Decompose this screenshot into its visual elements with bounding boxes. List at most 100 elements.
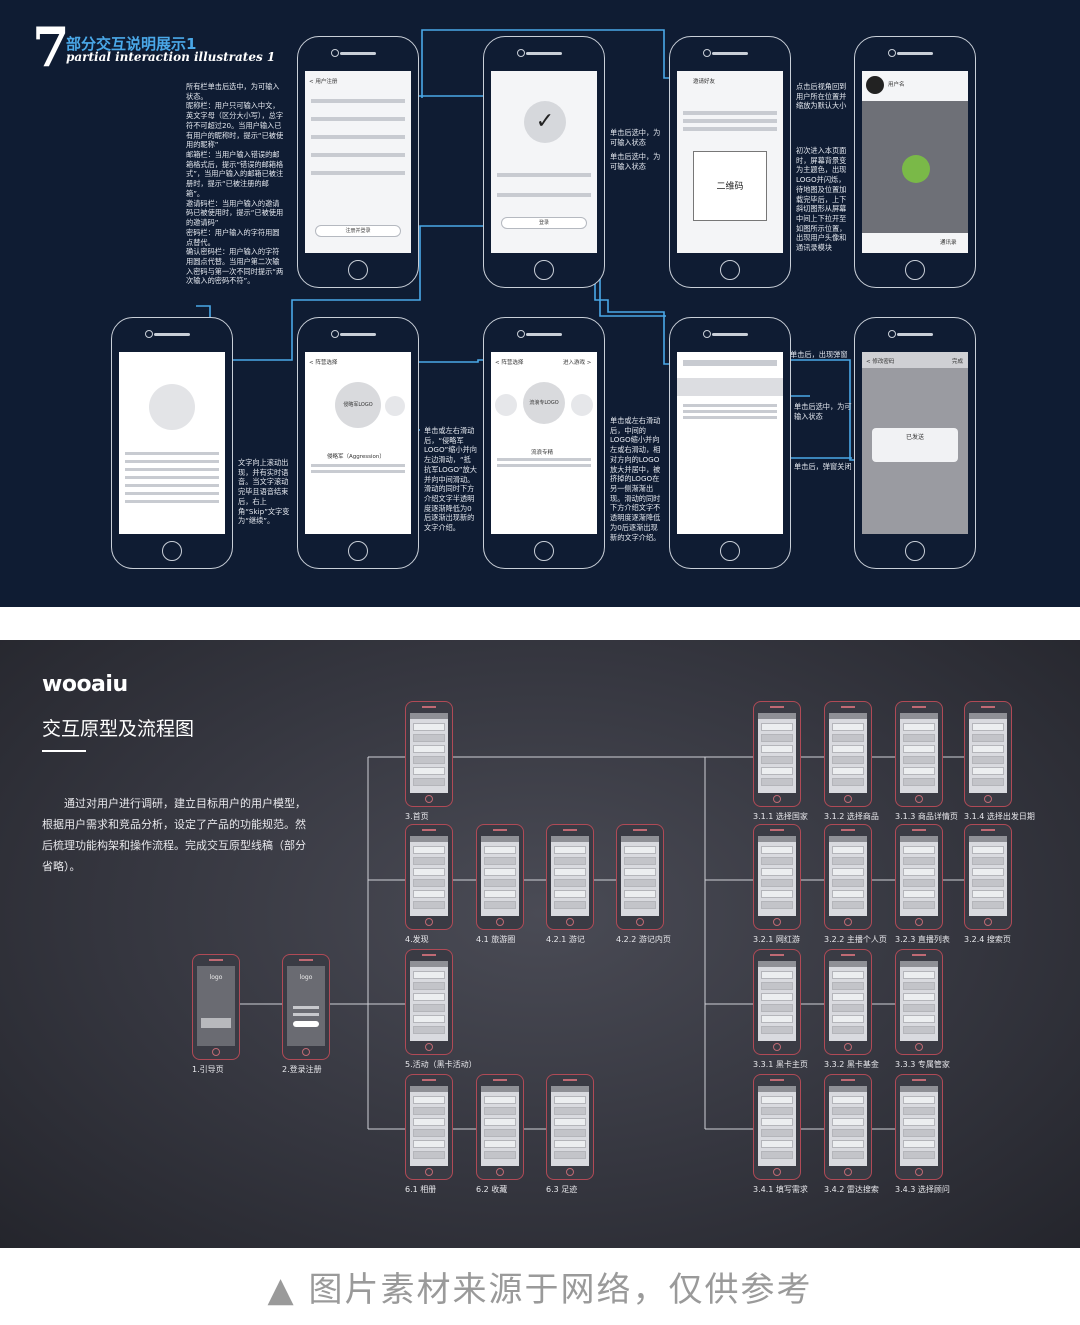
location-marker [902, 155, 930, 183]
brand2-title: < 阵营选择 [495, 360, 524, 366]
register-title: < 用户注册 [309, 79, 338, 85]
phone-splash [111, 317, 233, 569]
brand2-screen: < 阵营选择 进入游戏 > 流浪专LOGO 流浪专精 [491, 352, 597, 534]
prototype-screen-label: 3.4.3 选择顾问 [895, 1185, 950, 1194]
prototype-screen-label: 3.首页 [405, 812, 429, 821]
prototype-screen-label: 3.2.2 主播个人页 [824, 935, 887, 944]
prototype-screen-label: 3.2.1 网红游 [753, 935, 800, 944]
register-button[interactable]: 注册并登录 [315, 225, 401, 237]
prototype-screen [546, 1074, 594, 1180]
brand-screen: < 阵营选择 侵略军LOGO 侵略军（Aggression） [305, 352, 411, 534]
map-annotation-1: 点击后视角回到用户所在位置并缩放为默认大小 [796, 82, 847, 111]
prototype-screen-label: 2.登录注册 [282, 1065, 322, 1074]
flow-heading: 交互原型及流程图 [42, 718, 195, 740]
prototype-screen [824, 824, 872, 930]
phone-brand-select: < 阵营选择 侵略军LOGO 侵略军（Aggression） [297, 317, 419, 569]
brand2-name: 流浪专精 [531, 450, 554, 456]
phone-brand-select-2: < 阵营选择 进入游戏 > 流浪专LOGO 流浪专精 [483, 317, 605, 569]
prototype-screen [964, 824, 1012, 930]
phone-register: < 用户注册 注册并登录 [297, 36, 419, 288]
prototype-screen [824, 1074, 872, 1180]
prototype-screen [753, 824, 801, 930]
qr-code: 二维码 [693, 151, 767, 221]
brand-name: 侵略军（Aggression） [327, 454, 385, 460]
register-annotation: 所有栏单击后选中，为可输入状态。 昵称栏：用户只可输入中文，英文字母（区分大小写… [186, 82, 284, 286]
prototype-screen [546, 824, 594, 930]
phone-login: ✓ 登录 [483, 36, 605, 288]
prototype-screen-label: 3.1.1 选择国家 [753, 812, 808, 821]
brand-title: < 阵营选择 [309, 360, 338, 366]
phone-password: < 修改密码 完成 已发送 [854, 317, 976, 569]
flowchart-lines [240, 756, 964, 1130]
prototype-screen-label: 6.2 收藏 [476, 1185, 508, 1194]
prototype-screen [405, 1074, 453, 1180]
prototype-screen-label: 4.2.2 游记内页 [616, 935, 671, 944]
check-icon: ✓ [524, 101, 566, 143]
phone-map: 用户名 通讯录 [854, 36, 976, 288]
prototype-screen [753, 949, 801, 1055]
prototype-screen-label: 4.1 旅游圈 [476, 935, 516, 944]
brand2-logo[interactable]: 流浪专LOGO [523, 382, 565, 424]
prototype-screen [753, 1074, 801, 1180]
password-annotation-3: 单击后，弹窗关闭 [794, 462, 852, 471]
prototype-screen [405, 701, 453, 807]
image-source-caption: ▲ 图片素材来源于网络，仅供参考 [267, 1270, 813, 1310]
brand-annotation-1: 单击或左右滑动后，“侵略军LOGO”缩小并向左边滑动，“抵抗军LOGO”放大并向… [424, 426, 477, 533]
splash-screen [119, 352, 225, 534]
prototype-screen-label: 3.2.3 直播列表 [895, 935, 950, 944]
login-annotation-1: 单击后选中，为可输入状态 [610, 128, 661, 147]
prototype-screen-label: 3.3.2 黑卡基金 [824, 1060, 879, 1069]
password-screen: < 修改密码 完成 已发送 [862, 352, 968, 534]
brand-logo-wooaiu: wooaiu [42, 672, 128, 697]
prototype-screen: logo [282, 954, 330, 1060]
login-screen: ✓ 登录 [491, 71, 597, 253]
prototype-screen [476, 824, 524, 930]
password-annotation-1: 单击后，出现弹窗 [790, 350, 848, 359]
register-screen: < 用户注册 注册并登录 [305, 71, 411, 253]
voice-icon [149, 384, 195, 430]
prototype-screen-label: 5.活动（黑卡活动） [405, 1060, 477, 1069]
prototype-flow-panel: wooaiu 交互原型及流程图 通过对用户进行调研，建立目标用户的用户模型，根据… [0, 640, 1080, 1248]
prototype-screen [895, 949, 943, 1055]
invite-title: 邀请好友 [693, 79, 716, 85]
prototype-screen-label: 3.2.4 搜索页 [964, 935, 1011, 944]
heading-underline [42, 750, 86, 752]
map-annotation-2: 初次进入本页面时，屏幕背景变为主题色，出现LOGO并闪烁，待地图及位置加载完毕后… [796, 146, 847, 253]
map-screen: 用户名 通讯录 [862, 71, 968, 253]
map-contacts[interactable]: 通讯录 [940, 240, 957, 246]
prototype-screen-label: 3.4.2 雷达搜索 [824, 1185, 879, 1194]
prototype-screen [616, 824, 664, 930]
avatar[interactable] [866, 76, 884, 94]
prototype-screen-label: 3.1.4 选择出发日期 [964, 812, 1035, 821]
brand-logo[interactable]: 侵略军LOGO [335, 382, 381, 428]
prototype-screen [824, 701, 872, 807]
prototype-screen-label: 6.1 相册 [405, 1185, 437, 1194]
password-annotation-2: 单击后选中，为可输入状态 [794, 402, 852, 421]
map-user-name: 用户名 [888, 82, 905, 88]
prototype-screen: logo [192, 954, 240, 1060]
screen-logo: logo [299, 974, 313, 981]
prototype-screen [476, 1074, 524, 1180]
prototype-screen-label: 3.1.3 商品详情页 [895, 812, 958, 821]
prototype-screen [964, 701, 1012, 807]
brand2-next[interactable]: 进入游戏 > [563, 360, 592, 366]
interaction-illustration-panel: 7 部分交互说明展示1 partial interaction illustra… [0, 0, 1080, 607]
prototype-screen [405, 824, 453, 930]
connector-line [594, 250, 776, 365]
screen-logo: logo [209, 974, 223, 981]
phone-invite: 邀请好友 二维码 [669, 36, 791, 288]
prototype-screen-label: 3.1.2 选择商品 [824, 812, 879, 821]
prototype-screen-label: 3.4.1 填写需求 [753, 1185, 808, 1194]
login-button[interactable]: 登录 [501, 217, 587, 229]
splash-annotation: 文字向上滚动出现，并有实时语音。当文字滚动完毕且语音结束后，右上角“Skip”文… [238, 458, 290, 526]
password-done[interactable]: 完成 [952, 359, 964, 365]
section-title-cn: 部分交互说明展示1 [66, 35, 197, 53]
prototype-screen [753, 701, 801, 807]
sent-popup: 已发送 [872, 428, 958, 462]
prototype-screen [405, 949, 453, 1055]
password-title: < 修改密码 [866, 359, 895, 365]
prototype-screen [895, 1074, 943, 1180]
section-number: 7 [32, 15, 70, 79]
prototype-screen-label: 3.3.1 黑卡主页 [753, 1060, 808, 1069]
section-gap [0, 607, 1080, 640]
